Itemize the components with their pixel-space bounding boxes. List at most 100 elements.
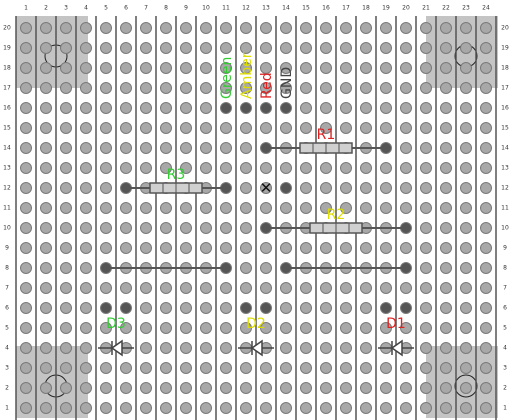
hole (320, 202, 332, 214)
hole (160, 302, 172, 314)
hole (20, 42, 32, 54)
hole (380, 362, 392, 374)
hole (80, 362, 92, 374)
hole (460, 322, 472, 334)
hole (60, 322, 72, 334)
column-number: 22 (442, 5, 450, 12)
hole (480, 402, 492, 414)
hole (320, 182, 332, 194)
hole (260, 202, 272, 214)
solder-pad (260, 102, 272, 114)
hole (420, 42, 432, 54)
hole (100, 82, 112, 94)
hole (180, 202, 192, 214)
solder-pad (260, 302, 272, 314)
column-number: 17 (342, 5, 350, 12)
hole (220, 162, 232, 174)
hole (160, 222, 172, 234)
hole (360, 382, 372, 394)
hole (480, 302, 492, 314)
hole (80, 222, 92, 234)
hole (420, 122, 432, 134)
hole (80, 82, 92, 94)
hole (20, 62, 32, 74)
led-symbol (250, 339, 263, 357)
hole (280, 402, 292, 414)
hole (140, 162, 152, 174)
row-number-right: 17 (501, 85, 509, 92)
hole (320, 362, 332, 374)
hole (380, 22, 392, 34)
hole (460, 362, 472, 374)
hole (380, 82, 392, 94)
hole (300, 82, 312, 94)
hole (360, 62, 372, 74)
hole (80, 162, 92, 174)
column-number: 2 (44, 5, 48, 12)
hole (420, 282, 432, 294)
hole (40, 202, 52, 214)
hole (280, 382, 292, 394)
hole (60, 262, 72, 274)
hole (260, 262, 272, 274)
row-number-right: 4 (503, 345, 507, 352)
hole (440, 182, 452, 194)
hole (160, 62, 172, 74)
hole (220, 202, 232, 214)
led-symbol (110, 339, 123, 357)
hole (40, 382, 52, 394)
hole (320, 102, 332, 114)
hole (20, 402, 32, 414)
hole (20, 242, 32, 254)
hole (400, 202, 412, 214)
hole (420, 102, 432, 114)
hole (40, 182, 52, 194)
hole (240, 142, 252, 154)
hole (120, 242, 132, 254)
hole (240, 362, 252, 374)
hole (460, 142, 472, 154)
column-number: 4 (84, 5, 88, 12)
solder-pad (240, 102, 252, 114)
hole (120, 322, 132, 334)
hole (360, 302, 372, 314)
hole (140, 322, 152, 334)
hole (280, 42, 292, 54)
hole (300, 182, 312, 194)
hole (100, 222, 112, 234)
hole (260, 382, 272, 394)
row-number-left: 10 (3, 225, 11, 232)
hole (440, 202, 452, 214)
hole (40, 82, 52, 94)
copper-strips (15, 16, 497, 420)
hole (360, 182, 372, 194)
hole (460, 222, 472, 234)
hole (460, 202, 472, 214)
row-number-right: 1 (503, 405, 507, 412)
hole (400, 402, 412, 414)
hole (480, 322, 492, 334)
hole (300, 382, 312, 394)
hole (160, 42, 172, 54)
hole (220, 222, 232, 234)
hole (40, 122, 52, 134)
hole (380, 202, 392, 214)
hole (440, 322, 452, 334)
hole (60, 402, 72, 414)
hole (360, 22, 372, 34)
hole (380, 382, 392, 394)
hole (20, 282, 32, 294)
column-number: 11 (222, 5, 230, 12)
hole (340, 22, 352, 34)
hole (200, 42, 212, 54)
hole (460, 82, 472, 94)
hole (340, 182, 352, 194)
hole (100, 142, 112, 154)
hole (300, 122, 312, 134)
column-number: 19 (382, 5, 390, 12)
hole (80, 242, 92, 254)
hole (320, 282, 332, 294)
hole (120, 142, 132, 154)
column-number: 15 (302, 5, 310, 12)
hole (400, 282, 412, 294)
